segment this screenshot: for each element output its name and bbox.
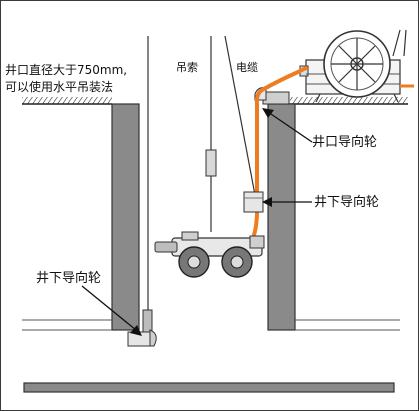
bottom-pipe (23, 382, 395, 393)
installation-note: 井口直径大于750mm, 可以使用水平吊装法 (5, 62, 127, 96)
label-downhole-guide-wheel-left: 井下导向轮 (36, 271, 102, 286)
label-hoist-cable: 吊索 (176, 61, 198, 74)
arrow-downhole-guide-wheel-right (262, 197, 312, 207)
arrow-downhole-guide-wheel-left (81, 285, 142, 336)
label-wellhead-guide-wheel: 井口导向轮 (312, 135, 378, 150)
ground-strata-left (22, 319, 112, 331)
cable-reel (299, 29, 407, 103)
well-wall-right (267, 103, 296, 331)
hoist-ropes (147, 35, 256, 310)
ground-strata-right (295, 319, 400, 331)
power-cable (252, 66, 308, 237)
label-downhole-guide-wheel-right: 井下导向轮 (314, 195, 380, 210)
ground-left (22, 97, 112, 105)
note-line-1: 井口直径大于750mm, (5, 63, 128, 77)
well-wall-left (111, 103, 140, 331)
crawler-robot (154, 231, 265, 278)
rope-counterweight (205, 149, 217, 177)
downhole-guide-wheel-right (243, 191, 264, 213)
label-power-cable: 电缆 (236, 61, 258, 74)
downhole-guide-wheel-left (127, 309, 157, 347)
arrow-wellhead-guide-wheel (262, 108, 313, 143)
note-line-2: 可以使用水平吊装法 (5, 80, 114, 94)
